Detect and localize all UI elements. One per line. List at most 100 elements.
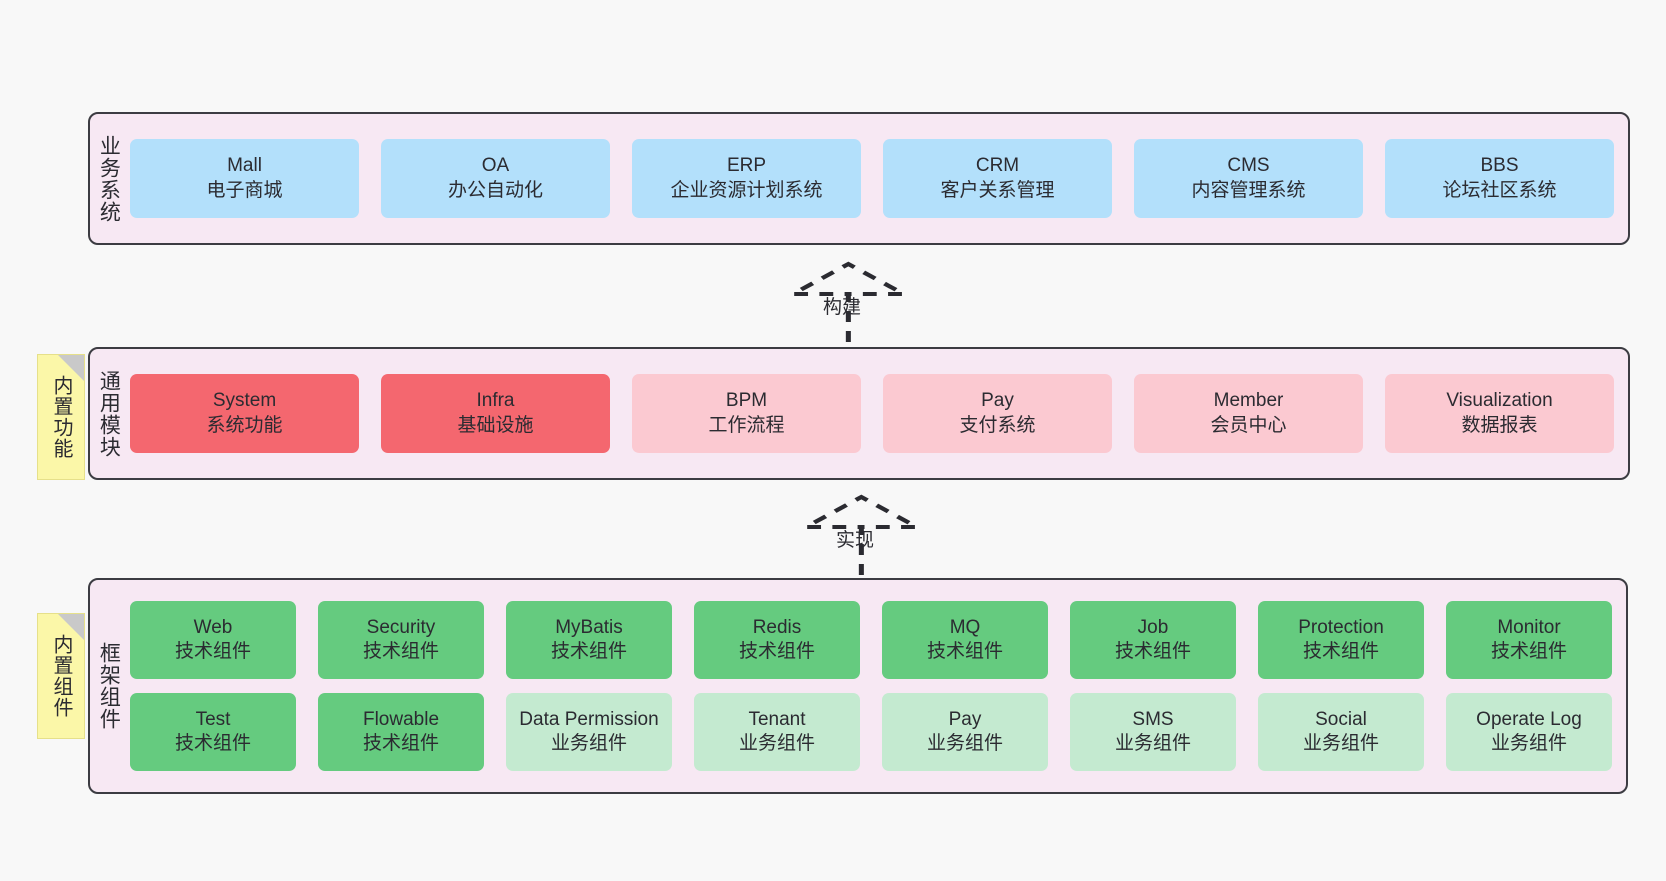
node-test[interactable]: Test 技术组件 [130,693,296,771]
node-flowable-title: Flowable [362,708,440,730]
node-mq-subtitle: 技术组件 [926,641,1003,662]
note-builtin-components-label: 内置组件 [50,634,72,718]
node-crm-title: CRM [975,155,1020,177]
node-crm[interactable]: CRM 客户关系管理 [883,139,1112,218]
node-crm-subtitle: 客户关系管理 [940,179,1055,201]
node-data-permission-subtitle: 业务组件 [550,733,627,754]
node-monitor[interactable]: Monitor 技术组件 [1446,601,1612,679]
node-test-subtitle: 技术组件 [174,733,251,754]
layer-framework-components: 框架组件 Web 技术组件 Security 技术组件 MyBatis 技术组件… [88,578,1628,794]
node-operate-log[interactable]: Operate Log 业务组件 [1446,693,1612,771]
node-mall-subtitle: 电子商城 [206,179,283,201]
node-cms[interactable]: CMS 内容管理系统 [1134,139,1363,218]
node-mybatis-title: MyBatis [555,616,623,638]
layer-business-systems-row: Mall 电子商城 OA 办公自动化 ERP 企业资源计划系统 CRM 客户关系… [130,139,1614,218]
node-redis-title: Redis [752,616,802,638]
node-infra-title: Infra [476,390,515,412]
node-oa-subtitle: 办公自动化 [447,179,543,201]
layer-framework-components-row-business: Test 技术组件 Flowable 技术组件 Data Permission … [130,693,1612,771]
layer-common-modules-body: System 系统功能 Infra 基础设施 BPM 工作流程 Pay 支付系统… [126,349,1628,478]
note-fold-corner-icon [58,614,84,640]
layer-framework-components-body: Web 技术组件 Security 技术组件 MyBatis 技术组件 Redi… [126,580,1626,792]
node-mybatis-subtitle: 技术组件 [550,641,627,662]
node-pay-component[interactable]: Pay 业务组件 [882,693,1048,771]
layer-business-systems-body: Mall 电子商城 OA 办公自动化 ERP 企业资源计划系统 CRM 客户关系… [126,114,1628,243]
node-system[interactable]: System 系统功能 [130,374,359,453]
node-web[interactable]: Web 技术组件 [130,601,296,679]
node-bbs-subtitle: 论坛社区系统 [1442,179,1557,201]
node-redis-subtitle: 技术组件 [738,641,815,662]
node-social-title: Social [1315,708,1367,730]
node-erp[interactable]: ERP 企业资源计划系统 [632,139,861,218]
layer-business-systems: 业务系统 Mall 电子商城 OA 办公自动化 ERP 企业资源计划系统 CRM… [88,112,1630,245]
node-bbs[interactable]: BBS 论坛社区系统 [1385,139,1614,218]
node-tenant-title: Tenant [748,708,806,730]
node-job-subtitle: 技术组件 [1114,641,1191,662]
node-member-subtitle: 会员中心 [1210,414,1287,436]
node-visualization-subtitle: 数据报表 [1461,414,1538,436]
node-erp-title: ERP [726,155,767,177]
node-web-subtitle: 技术组件 [174,641,251,662]
connector-build: 构建 [760,261,940,347]
layer-common-modules-title: 通用模块 [97,369,121,458]
node-sms-title: SMS [1132,708,1174,730]
node-operate-log-subtitle: 业务组件 [1490,733,1567,754]
node-test-title: Test [195,708,231,730]
node-sms-subtitle: 业务组件 [1114,733,1191,754]
node-bbs-title: BBS [1480,155,1519,177]
layer-framework-components-title: 框架组件 [97,642,121,730]
node-pay-module[interactable]: Pay 支付系统 [883,374,1112,453]
node-visualization[interactable]: Visualization 数据报表 [1385,374,1614,453]
node-bpm[interactable]: BPM 工作流程 [632,374,861,453]
node-bpm-title: BPM [725,390,768,412]
node-system-subtitle: 系统功能 [206,414,283,436]
layer-common-modules: 通用模块 System 系统功能 Infra 基础设施 BPM 工作流程 Pay… [88,347,1630,480]
note-builtin-components: 内置组件 [37,613,85,739]
node-protection-subtitle: 技术组件 [1302,641,1379,662]
node-security-title: Security [366,616,436,638]
node-mq-title: MQ [949,616,981,638]
node-bpm-subtitle: 工作流程 [708,414,785,436]
node-data-permission[interactable]: Data Permission 业务组件 [506,693,672,771]
node-job[interactable]: Job 技术组件 [1070,601,1236,679]
node-infra[interactable]: Infra 基础设施 [381,374,610,453]
node-erp-subtitle: 企业资源计划系统 [670,179,823,201]
layer-common-modules-row: System 系统功能 Infra 基础设施 BPM 工作流程 Pay 支付系统… [130,374,1614,453]
node-tenant[interactable]: Tenant 业务组件 [694,693,860,771]
note-builtin-features-label: 内置功能 [50,375,72,459]
node-tenant-subtitle: 业务组件 [738,733,815,754]
node-pay-component-title: Pay [948,708,982,730]
node-mall-title: Mall [227,155,262,177]
node-social-subtitle: 业务组件 [1302,733,1379,754]
node-social[interactable]: Social 业务组件 [1258,693,1424,771]
node-member-title: Member [1213,390,1284,412]
node-pay-module-title: Pay [981,390,1014,412]
node-mq[interactable]: MQ 技术组件 [882,601,1048,679]
node-monitor-subtitle: 技术组件 [1490,641,1567,662]
layer-framework-components-row-tech: Web 技术组件 Security 技术组件 MyBatis 技术组件 Redi… [130,601,1612,679]
node-job-title: Job [1137,616,1169,638]
node-pay-component-subtitle: 业务组件 [926,733,1003,754]
node-protection[interactable]: Protection 技术组件 [1258,601,1424,679]
node-security[interactable]: Security 技术组件 [318,601,484,679]
node-system-title: System [212,390,277,412]
node-flowable-subtitle: 技术组件 [362,733,439,754]
node-cms-title: CMS [1227,155,1270,177]
node-operate-log-title: Operate Log [1476,708,1582,730]
node-visualization-title: Visualization [1446,390,1553,412]
node-mybatis[interactable]: MyBatis 技术组件 [506,601,672,679]
node-mall[interactable]: Mall 电子商城 [130,139,359,218]
connector-build-label: 构建 [823,297,862,318]
connector-implement-label: 实现 [836,530,875,551]
node-sms[interactable]: SMS 业务组件 [1070,693,1236,771]
node-redis[interactable]: Redis 技术组件 [694,601,860,679]
note-fold-corner-icon [58,355,84,381]
node-oa[interactable]: OA 办公自动化 [381,139,610,218]
node-oa-title: OA [481,155,510,177]
node-security-subtitle: 技术组件 [362,641,439,662]
node-cms-subtitle: 内容管理系统 [1191,179,1306,201]
node-member[interactable]: Member 会员中心 [1134,374,1363,453]
node-data-permission-title: Data Permission [519,708,659,730]
node-flowable[interactable]: Flowable 技术组件 [318,693,484,771]
node-protection-title: Protection [1298,616,1384,638]
